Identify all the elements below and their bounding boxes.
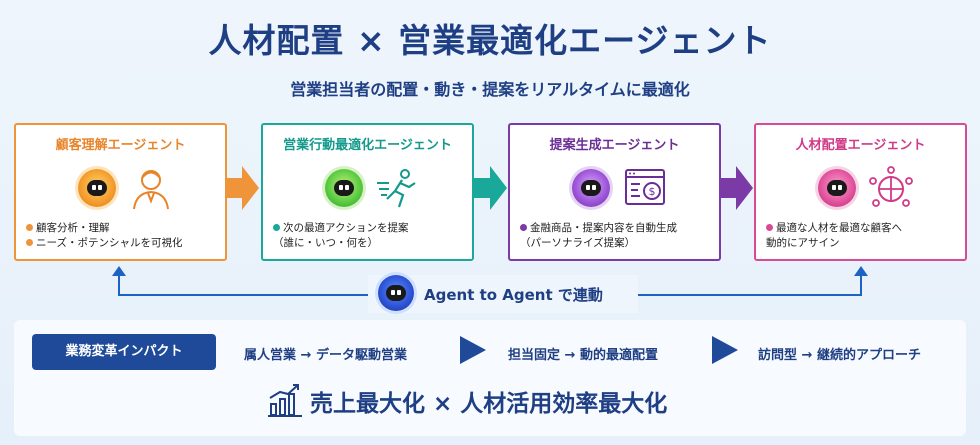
ai-agent-icon bbox=[78, 169, 116, 207]
ai-agent-icon bbox=[378, 275, 414, 311]
a2a-connector-right bbox=[860, 270, 862, 296]
bullet-text: 金融商品・提案内容を自動生成 bbox=[520, 221, 677, 236]
agent-card-title: 営業行動最適化エージェント bbox=[283, 138, 452, 153]
agent-card-sales-action[interactable]: 営業行動最適化エージェント 次の最適アクションを提案 （誰に・いつ・何を） bbox=[261, 123, 474, 261]
agent-card-customer-understanding[interactable]: 顧客理解エージェント 顧客分析・理解 ニーズ・ポテンシャルを可視化 bbox=[14, 123, 227, 261]
impact-result: 売上最大化 × 人材活用効率最大化 bbox=[266, 380, 736, 424]
flow-arrow-icon bbox=[720, 166, 753, 210]
svg-text:$: $ bbox=[649, 185, 656, 198]
agent-card-proposal-generation[interactable]: 提案生成エージェント $ 金融商品・提案内容を自動生成 （パーソナライズ提案） bbox=[508, 123, 721, 261]
agent-card-title: 顧客理解エージェント bbox=[55, 138, 186, 153]
arrow-up-icon bbox=[854, 266, 868, 276]
impact-panel: 業務変革インパクト 属人営業 → データ駆動営業 担当固定 → 動的最適配置 訪… bbox=[14, 320, 966, 436]
person-icon bbox=[133, 170, 169, 210]
bullet-text: 動的にアサイン bbox=[766, 237, 840, 249]
ai-agent-icon bbox=[325, 169, 363, 207]
bullet-text: （パーソナライズ提案） bbox=[520, 237, 636, 249]
bullet-text: 顧客分析・理解 bbox=[26, 221, 182, 236]
page-subtitle: 営業担当者の配置・動き・提案をリアルタイムに最適化 bbox=[290, 80, 690, 99]
impact-step: 担当固定 → 動的最適配置 bbox=[508, 348, 658, 363]
triangle-right-icon bbox=[460, 336, 486, 364]
impact-result-text: 売上最大化 × 人材活用効率最大化 bbox=[310, 391, 668, 417]
a2a-badge: Agent to Agent で連動 bbox=[368, 275, 638, 313]
document-money-icon: $ bbox=[625, 169, 665, 205]
ai-agent-icon bbox=[572, 169, 610, 207]
flow-arrow-icon bbox=[226, 166, 259, 210]
a2a-connector-left bbox=[118, 270, 120, 296]
flow-arrow-icon bbox=[474, 166, 507, 210]
page-title: 人材配置 × 営業最適化エージェント bbox=[208, 21, 772, 60]
running-person-icon bbox=[377, 169, 416, 208]
impact-step: 訪問型 → 継続的アプローチ bbox=[758, 348, 921, 363]
ai-agent-icon bbox=[818, 169, 856, 207]
impact-badge: 業務変革インパクト bbox=[32, 334, 216, 370]
bullet-text: （誰に・いつ・何を） bbox=[273, 237, 378, 249]
agent-card-title: 人材配置エージェント bbox=[795, 138, 926, 153]
a2a-label: Agent to Agent で連動 bbox=[424, 286, 603, 304]
impact-step: 属人営業 → データ駆動営業 bbox=[244, 348, 407, 363]
agent-card-title: 提案生成エージェント bbox=[549, 138, 680, 153]
agent-card-staff-placement[interactable]: 人材配置エージェント 最適な人材を最適な顧客へ 動的にアサイン bbox=[754, 123, 967, 261]
triangle-right-icon bbox=[712, 336, 738, 364]
bullet-text: 最適な人材を最適な顧客へ bbox=[766, 221, 902, 236]
bullet-text: ニーズ・ポテンシャルを可視化 bbox=[26, 236, 182, 251]
network-people-icon bbox=[869, 166, 913, 207]
bullet-text: 次の最適アクションを提案 bbox=[273, 221, 408, 236]
bar-chart-growth-icon bbox=[268, 384, 302, 417]
arrow-up-icon bbox=[112, 266, 126, 276]
